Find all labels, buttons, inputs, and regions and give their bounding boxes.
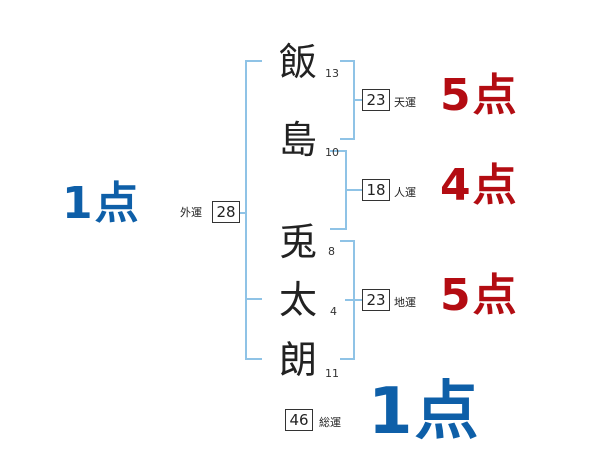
- jinun-bracket-bottom: [330, 228, 347, 230]
- outer-bracket-link: [238, 212, 247, 214]
- tenun-score: 5点: [440, 70, 519, 121]
- souun-score: 1点: [368, 375, 481, 449]
- gaiun-label: 外運: [180, 206, 202, 219]
- tenun-bracket-bottom: [340, 138, 355, 140]
- tenun-value-box: 23: [362, 89, 390, 111]
- stroke-count-3: 8: [328, 245, 335, 258]
- chiun-bracket-bottom: [340, 358, 355, 360]
- gaiun-value-box: 28: [212, 201, 240, 223]
- jinun-bracket-link: [345, 189, 362, 191]
- outer-bracket-top: [245, 60, 262, 62]
- stroke-count-2: 10: [325, 146, 339, 159]
- chiun-bracket-link: [345, 299, 362, 301]
- outer-bracket-vertical: [245, 60, 247, 360]
- jinun-label: 人運: [394, 186, 416, 199]
- name-char-3: 兎: [278, 220, 317, 264]
- tenun-label: 天運: [394, 96, 416, 109]
- outer-bracket-split: [245, 298, 262, 300]
- tenun-bracket-link: [353, 99, 362, 101]
- name-char-2: 島: [278, 118, 317, 162]
- jinun-score: 4点: [440, 160, 519, 211]
- stroke-count-4: 4: [330, 305, 337, 318]
- stroke-count-1: 13: [325, 67, 339, 80]
- outer-bracket-bottom: [245, 358, 262, 360]
- name-char-4: 太: [278, 278, 317, 322]
- tenun-bracket-top: [340, 60, 355, 62]
- name-char-1: 飯: [278, 40, 317, 84]
- chiun-value-box: 23: [362, 289, 390, 311]
- jinun-bracket-top: [330, 150, 347, 152]
- chiun-score: 5点: [440, 270, 519, 321]
- name-char-5: 朗: [278, 338, 317, 382]
- chiun-bracket-top: [340, 240, 355, 242]
- gaiun-score: 1点: [62, 178, 141, 229]
- jinun-value-box: 18: [362, 179, 390, 201]
- stroke-count-5: 11: [325, 367, 339, 380]
- souun-label: 総運: [319, 416, 341, 429]
- chiun-label: 地運: [394, 296, 416, 309]
- souun-value-box: 46: [285, 409, 313, 431]
